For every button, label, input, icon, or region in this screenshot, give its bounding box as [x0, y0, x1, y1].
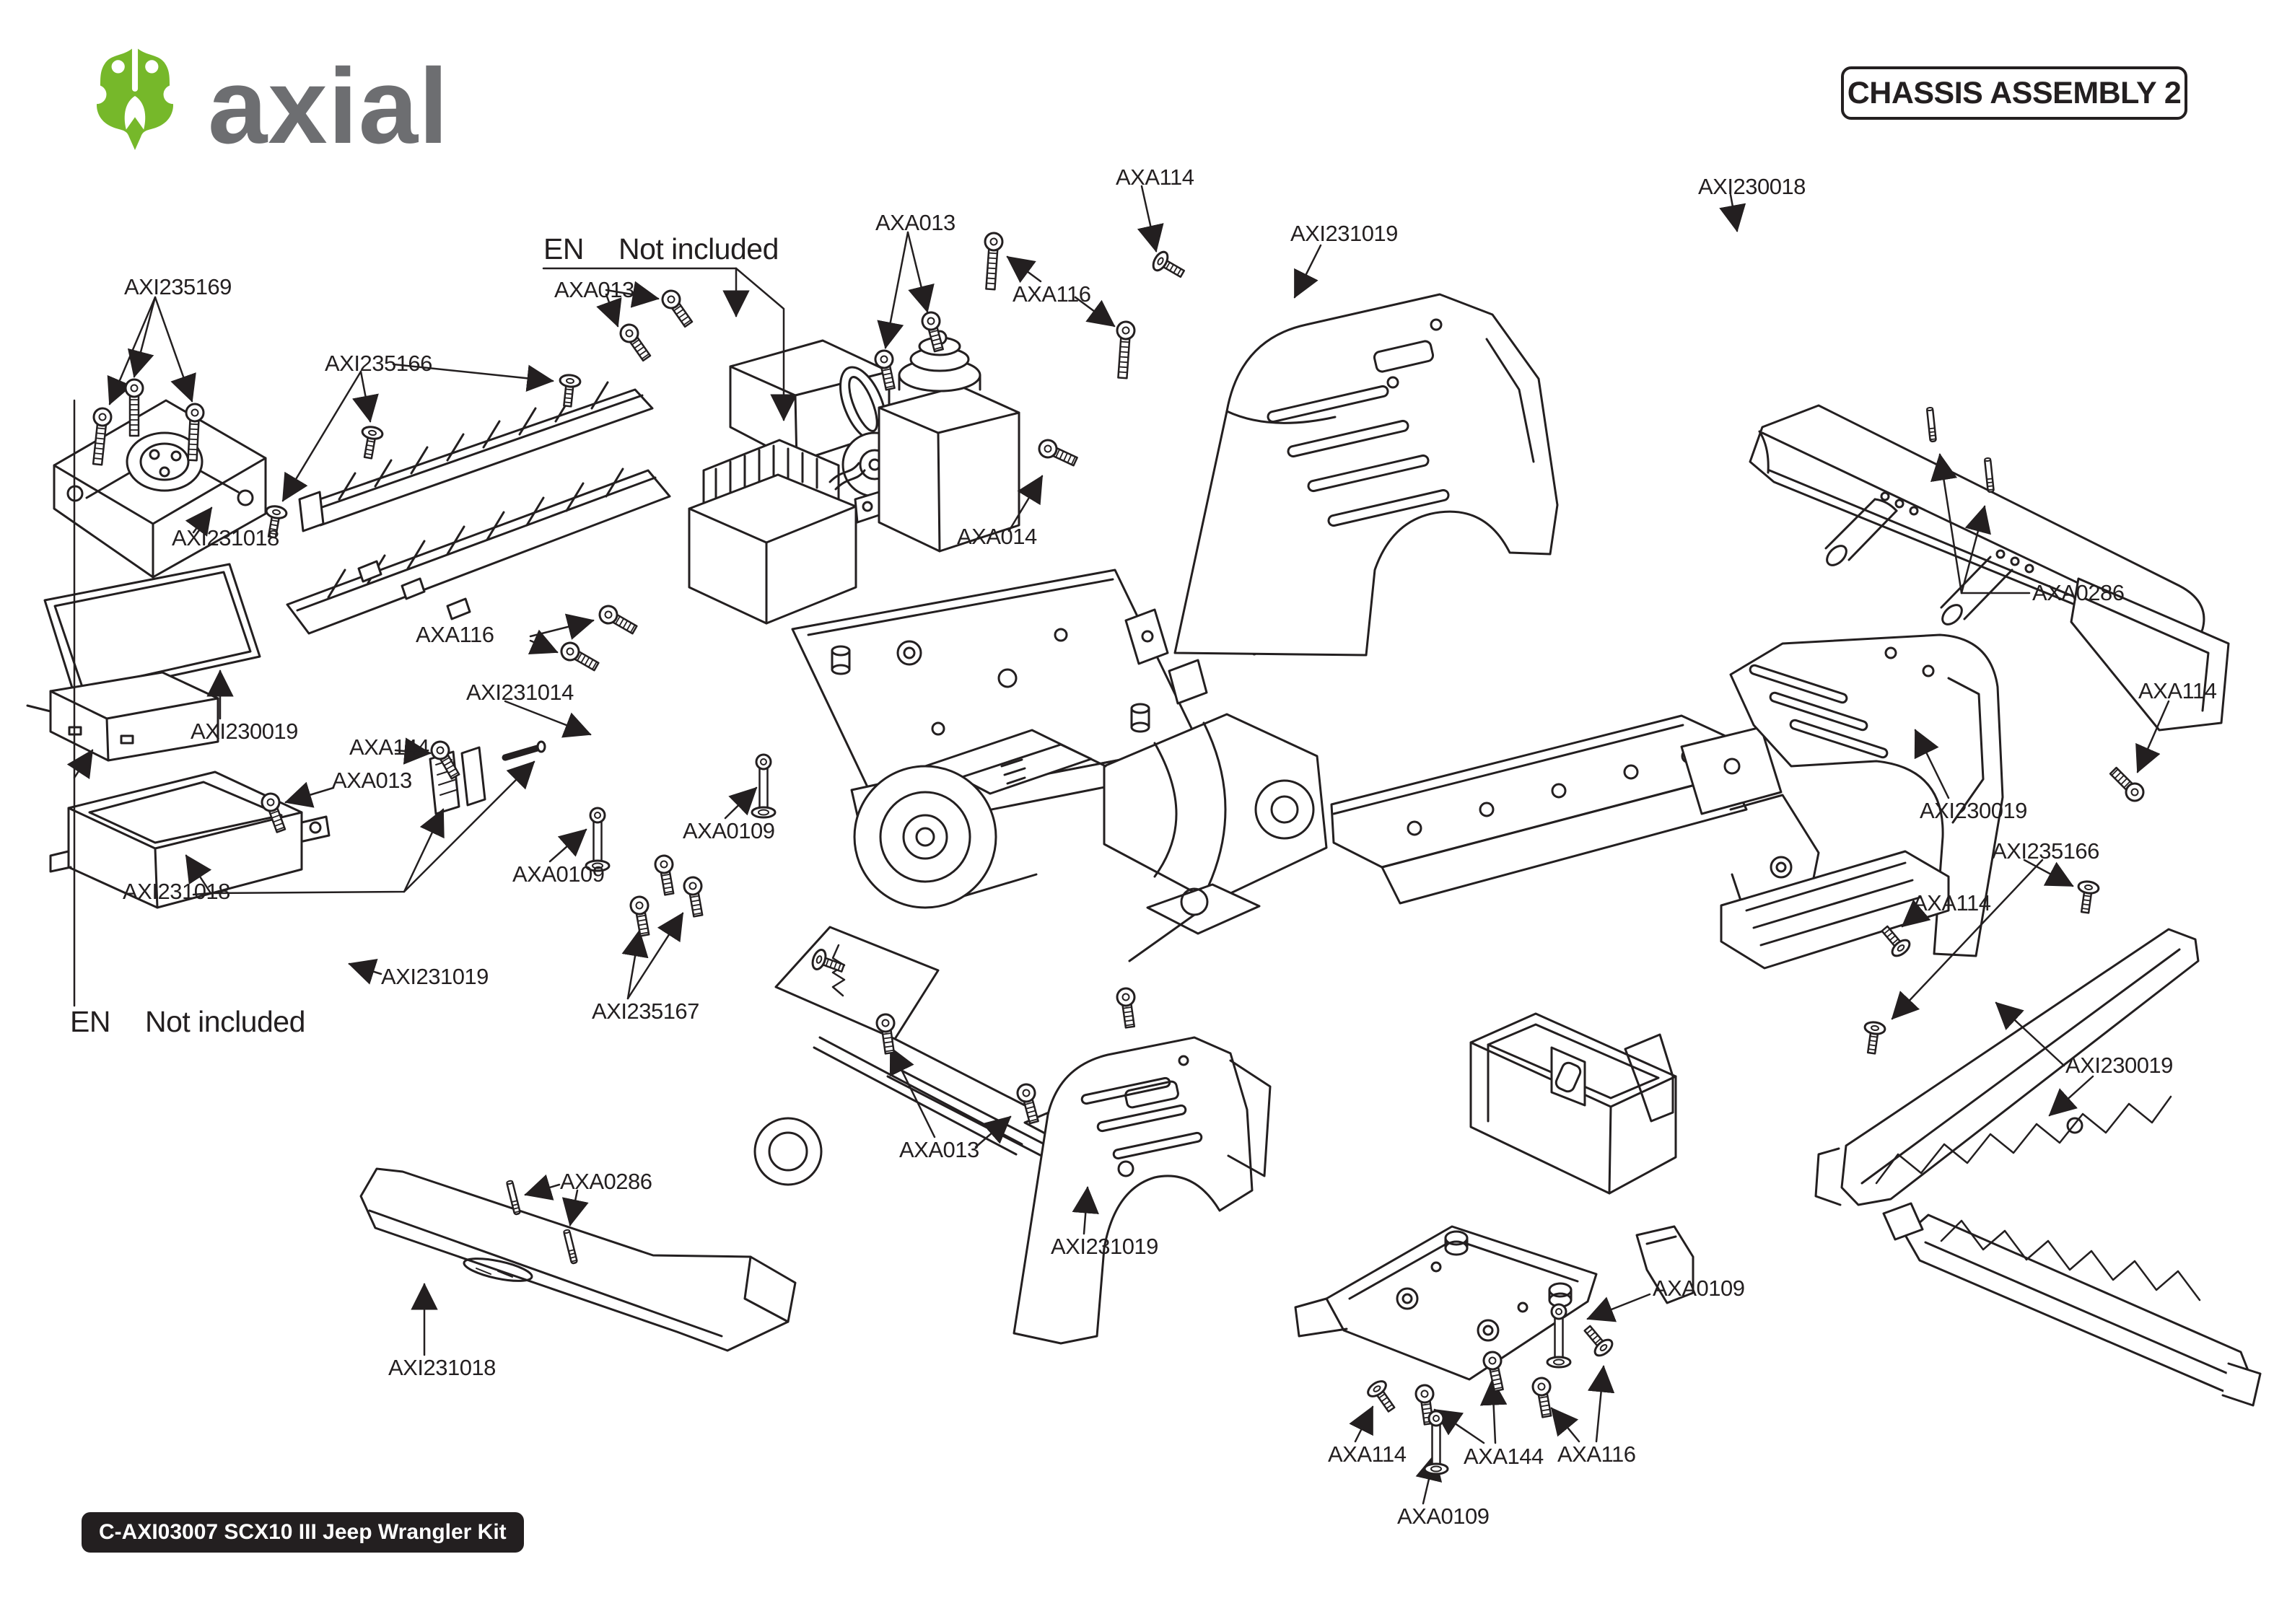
part-label-axi231019-c: AXI231019	[1051, 1234, 1158, 1259]
part-label-axi231018-a: AXI231018	[172, 525, 279, 550]
sheet-title: CHASSIS ASSEMBLY 2	[1841, 66, 2187, 120]
axial-logo-icon	[91, 45, 179, 150]
part-label-axi235167: AXI235167	[592, 998, 699, 1024]
part-label-axi230019-b: AXI230019	[1920, 798, 2027, 823]
part-label-axa0109-d: AXA0109	[1397, 1504, 1490, 1529]
kit-label-badge: C-AXI03007 SCX10 III Jeep Wrangler Kit	[82, 1512, 524, 1553]
front-fender-drawing	[1173, 293, 1559, 657]
part-label-axi235169: AXI235169	[124, 274, 232, 299]
part-label-axi231018-c: AXI231018	[388, 1355, 496, 1380]
part-label-axa0286-b: AXA0286	[2032, 580, 2125, 605]
part-label-axa013-c: AXA013	[332, 768, 412, 793]
part-label-axi235166-a: AXI235166	[325, 351, 432, 376]
note-not-included-top: EN Not included	[543, 234, 779, 264]
note-text: Not included	[144, 1005, 305, 1038]
part-label-axa013-a: AXA013	[554, 277, 634, 302]
part-label-axa116-a: AXA116	[1013, 281, 1091, 307]
part-label-axi231019-a: AXI231019	[1290, 221, 1398, 246]
part-label-axa144-b: AXA144	[1464, 1444, 1544, 1469]
part-label-axa0109-c: AXA0109	[1653, 1276, 1745, 1301]
part-label-axa0109-b: AXA0109	[683, 818, 775, 843]
part-label-axa116-c: AXA116	[1557, 1441, 1636, 1467]
part-label-axa116-b: AXA116	[416, 622, 494, 647]
part-label-axi230019-a: AXI230019	[191, 719, 298, 744]
part-label-axi231018-b: AXI231018	[123, 879, 230, 904]
part-label-axa114-a: AXA114	[1116, 164, 1194, 190]
sheet-title-text: CHASSIS ASSEMBLY 2	[1847, 75, 2182, 110]
esc-drawing	[688, 439, 866, 625]
part-label-axi231014: AXI231014	[466, 680, 574, 705]
axial-logo: axial	[91, 43, 449, 160]
note-lang: EN	[543, 232, 584, 265]
right-fender-drawing	[1720, 633, 2004, 970]
receiver-drawing	[26, 671, 219, 762]
note-text: Not included	[618, 232, 779, 265]
note-lang: EN	[70, 1005, 110, 1038]
chassis-assembly-drawing	[753, 594, 1820, 1186]
part-label-axa013-b: AXA013	[875, 210, 955, 235]
note-not-included-bottom: EN Not included	[70, 1007, 305, 1037]
kit-label-text: C-AXI03007 SCX10 III Jeep Wrangler Kit	[99, 1520, 507, 1544]
receiver-cover-drawing	[53, 399, 267, 579]
chassis-rails-drawing	[286, 381, 671, 635]
right-slider-drawing	[1814, 928, 2200, 1206]
receiver-box-drawing	[49, 771, 331, 909]
part-label-axa013-d: AXA013	[899, 1137, 979, 1162]
part-label-axa114-e: AXA114	[1912, 890, 1991, 916]
part-label-axi235166-b: AXI235166	[1992, 838, 2099, 864]
part-label-axa144-a: AXA144	[349, 734, 429, 760]
battery-box-drawing	[1469, 1012, 1677, 1195]
leader-lines	[66, 185, 2170, 1505]
part-label-axa114-d: AXA114	[2138, 678, 2217, 703]
bottom-right-slider-drawing	[1882, 1202, 2262, 1407]
bottom-fender-drawing	[1013, 1036, 1272, 1345]
part-label-axa114-b: AXA114	[1328, 1441, 1407, 1467]
left-slider-drawing	[359, 1167, 797, 1352]
part-label-axa014: AXA014	[957, 524, 1037, 549]
part-label-axa0109-a: AXA0109	[512, 861, 605, 887]
part-label-axi230019-c: AXI230019	[2065, 1053, 2173, 1078]
part-label-axi231019-b: AXI231019	[381, 964, 489, 989]
part-label-axi230018: AXI230018	[1698, 174, 1806, 199]
part-label-axa0286-a: AXA0286	[560, 1169, 652, 1194]
brand-wordmark: axial	[208, 47, 450, 166]
